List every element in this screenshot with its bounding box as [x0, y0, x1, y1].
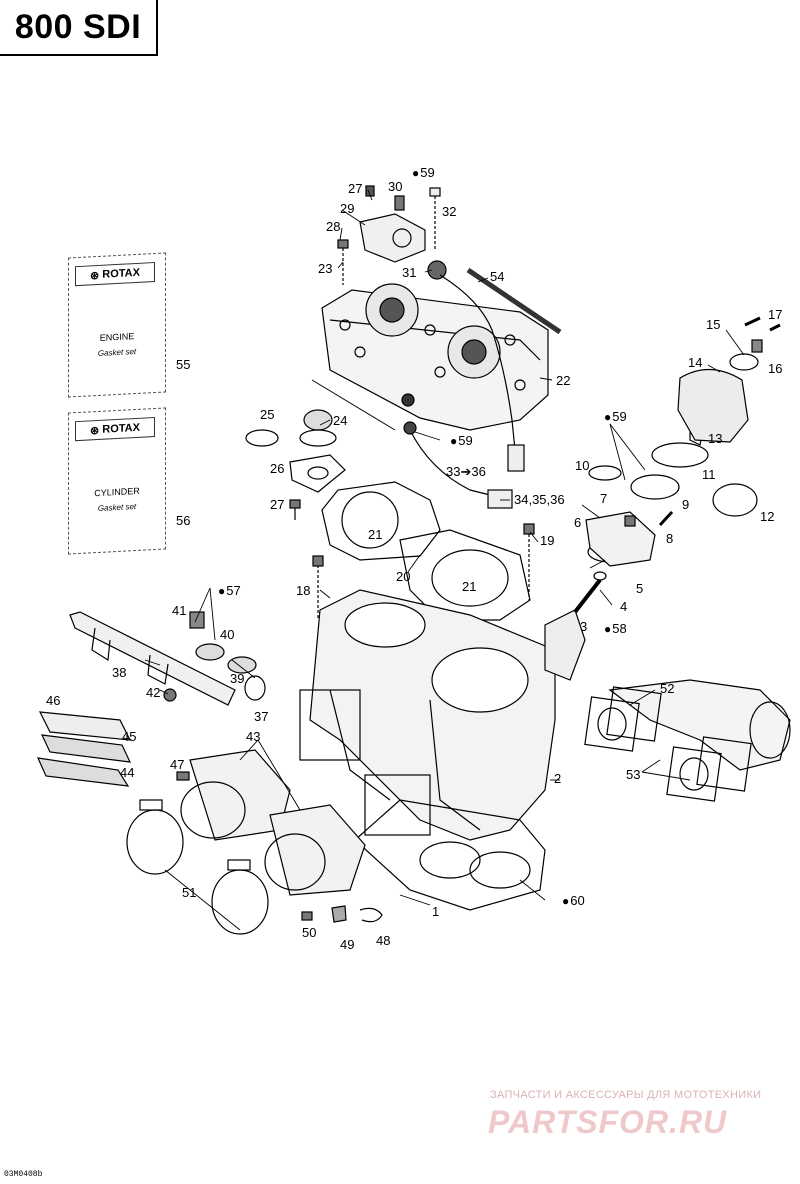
lubricant-callout-59-top: ●59	[412, 165, 435, 180]
oil-drop-icon: ●	[450, 434, 458, 448]
lubricant-callout-60: ●60	[562, 893, 585, 908]
diagram-code: 03M0408b	[4, 1170, 43, 1179]
oil-drop-icon: ●	[604, 622, 612, 636]
watermark-caption: ЗАПЧАСТИ И АКСЕССУАРЫ ДЛЯ МОТОТЕХНИКИ	[490, 1089, 762, 1101]
callout-3: 3	[580, 619, 588, 634]
lubricant-callout-59-right: ●59	[604, 409, 627, 424]
callout-34-35-36: 34,35,36	[514, 492, 565, 507]
gasket-kit-subtitle: Gasket set	[97, 346, 137, 359]
callout-45: 45	[122, 729, 137, 744]
callout-2: 2	[554, 771, 562, 786]
rotax-logo-icon: ⊛	[90, 269, 100, 282]
callout-47: 47	[170, 757, 185, 772]
callout-54: 54	[490, 269, 505, 284]
callout-10: 10	[575, 458, 590, 473]
callout-29: 29	[340, 201, 355, 216]
cylinder-head	[321, 283, 549, 431]
callout-48: 48	[376, 933, 391, 948]
rave-valve	[544, 316, 781, 681]
callout-21-left: 21	[368, 527, 383, 542]
rotax-logo-icon: ⊛	[90, 424, 100, 437]
callout-33-36: 33➔36	[446, 464, 486, 479]
reed-plates	[37, 711, 132, 787]
callout-18: 18	[296, 583, 311, 598]
callout-17: 17	[768, 307, 783, 322]
callout-14: 14	[688, 355, 703, 370]
callout-43: 43	[246, 729, 261, 744]
intake-manifolds	[126, 749, 383, 935]
callout-19: 19	[540, 533, 555, 548]
callout-55: 55	[176, 357, 191, 372]
callout-27-lower: 27	[270, 497, 285, 512]
cylinder-block	[299, 523, 556, 841]
thermostat-parts	[245, 409, 346, 520]
lubricant-callout-59-mid: ●59	[450, 433, 473, 448]
watermark-logo: PARTSFOR.RU	[488, 1104, 728, 1140]
callout-39: 39	[230, 671, 245, 686]
gasket-kit-subtitle: Gasket set	[97, 501, 137, 514]
callout-30: 30	[388, 179, 403, 194]
callout-53: 53	[626, 767, 641, 782]
oil-drop-icon: ●	[604, 410, 612, 424]
callout-16: 16	[768, 361, 783, 376]
callout-49: 49	[340, 937, 355, 952]
base-gasket	[354, 799, 546, 911]
oil-drop-icon: ●	[562, 894, 570, 908]
callout-13: 13	[708, 431, 723, 446]
callout-7: 7	[600, 491, 608, 506]
callout-40: 40	[220, 627, 235, 642]
callout-4: 4	[620, 599, 628, 614]
callout-9: 9	[682, 497, 690, 512]
callout-41: 41	[172, 603, 187, 618]
gasket-kit-title: ENGINE	[99, 331, 135, 343]
rotax-badge: ⊛ROTAX	[75, 262, 155, 287]
callout-11: 11	[702, 467, 716, 482]
lubricant-callout-57: ●57	[218, 583, 241, 598]
callout-12: 12	[760, 509, 775, 524]
model-label: 800 SDI	[14, 7, 142, 46]
callout-21-right: 21	[462, 579, 477, 594]
callout-8: 8	[666, 531, 674, 546]
callout-28: 28	[326, 219, 341, 234]
callout-42: 42	[146, 685, 161, 700]
callout-52: 52	[660, 681, 675, 696]
fuel-rail	[69, 611, 266, 706]
callout-37: 37	[254, 709, 269, 724]
head-gaskets	[321, 481, 531, 621]
callout-6: 6	[574, 515, 582, 530]
oil-drop-icon: ●	[412, 166, 420, 180]
callout-22: 22	[556, 373, 571, 388]
gasket-kit-cylinder-card: ⊛ROTAX CYLINDER Gasket set	[68, 407, 166, 555]
callout-38: 38	[112, 665, 127, 680]
thermostat-housing	[337, 185, 447, 285]
callout-5: 5	[636, 581, 644, 596]
exhaust-manifold	[584, 679, 791, 802]
lubricant-callout-58: ●58	[604, 621, 627, 636]
callout-44: 44	[120, 765, 135, 780]
callout-20: 20	[396, 569, 411, 584]
callout-1: 1	[432, 904, 440, 919]
callout-46: 46	[46, 693, 61, 708]
model-label-box: 800 SDI	[0, 0, 158, 56]
gasket-kit-engine-card: ⊛ROTAX ENGINE Gasket set	[68, 252, 166, 398]
callout-56: 56	[176, 513, 191, 528]
callout-27-upper: 27	[348, 181, 363, 196]
gasket-kit-title: CYLINDER	[94, 485, 140, 499]
callout-25: 25	[260, 407, 275, 422]
leader-lines	[144, 189, 745, 931]
callout-51: 51	[182, 885, 197, 900]
callout-23: 23	[318, 261, 333, 276]
callout-50: 50	[302, 925, 317, 940]
callout-15: 15	[706, 317, 721, 332]
rotax-badge: ⊛ROTAX	[75, 417, 155, 442]
callout-24: 24	[333, 413, 348, 428]
callout-26: 26	[270, 461, 285, 476]
callout-32: 32	[442, 204, 457, 219]
callout-31: 31	[402, 265, 417, 280]
oil-drop-icon: ●	[218, 584, 226, 598]
